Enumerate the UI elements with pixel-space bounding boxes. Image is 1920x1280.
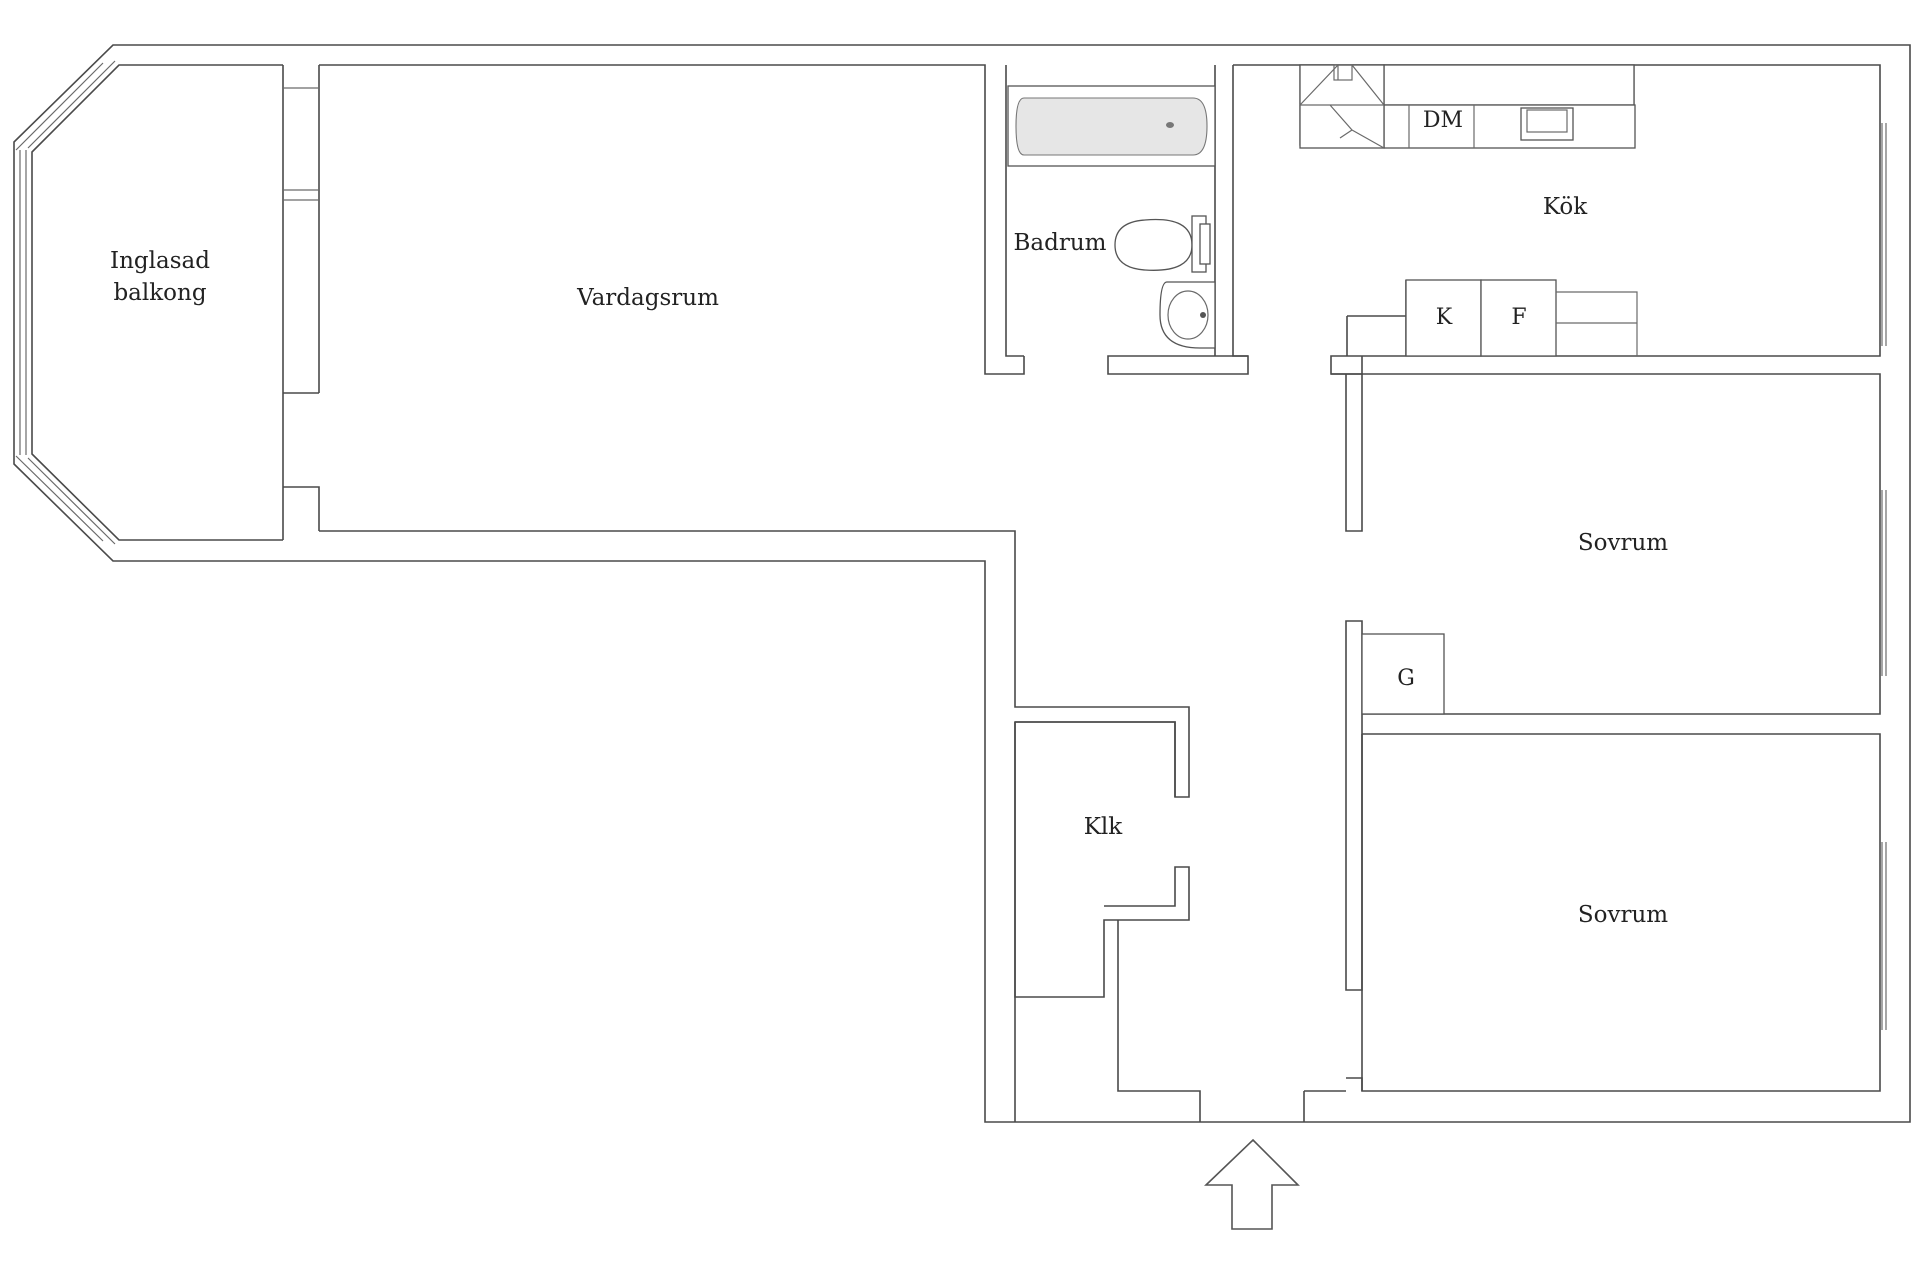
fridge-freezer <box>1346 279 1638 357</box>
room-label-bedroom-1: Sovrum <box>1578 530 1668 556</box>
kitchen-counter <box>1299 64 1636 149</box>
entrance-arrow <box>1204 1138 1300 1230</box>
living-room-walls <box>319 64 1190 1122</box>
room-label-bathroom: Badrum <box>1014 230 1107 256</box>
kitchen-sink <box>1520 107 1574 141</box>
room-label-kitchen: Kök <box>1543 194 1588 220</box>
room-label-closet: Klk <box>1084 814 1124 840</box>
fixture-label-wardrobe: G <box>1397 666 1415 691</box>
room-label-living: Vardagsrum <box>576 285 719 311</box>
closet-walls <box>1014 721 1346 1122</box>
room-label-bedroom-2: Sovrum <box>1578 902 1668 928</box>
exterior-walls <box>13 44 1911 1123</box>
wardrobe <box>1361 633 1445 715</box>
bathroom-sink <box>1159 281 1216 349</box>
bathtub <box>1007 85 1216 167</box>
bedroom-2-walls <box>1346 733 1887 1092</box>
room-label-balcony-line2: balkong <box>113 280 206 306</box>
up-arrow-icon <box>1204 1138 1300 1230</box>
fixture-label-dishwasher: DM <box>1423 108 1463 133</box>
kitchen-walls <box>1233 64 1887 375</box>
room-label-balcony-line1: Inglasad <box>110 248 210 274</box>
toilet <box>1114 215 1211 273</box>
fixture-label-fridge: K <box>1436 305 1453 330</box>
balcony-living-wall <box>282 65 320 540</box>
fixture-label-freezer: F <box>1511 305 1526 330</box>
